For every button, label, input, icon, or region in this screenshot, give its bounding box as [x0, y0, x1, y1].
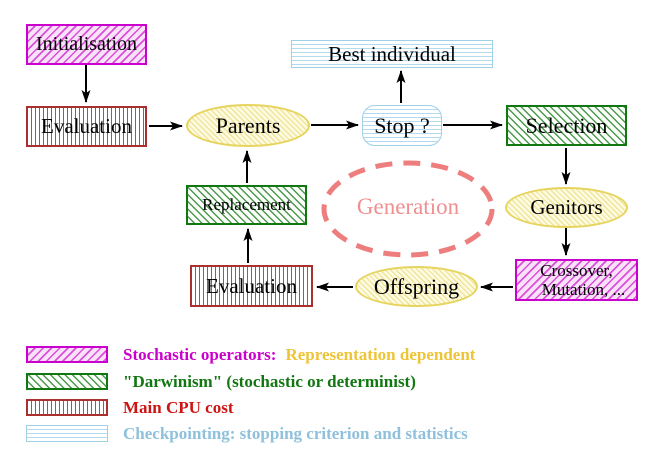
- node-offspring-label: Offspring: [373, 273, 460, 299]
- legend-swatch-checkpointing: [26, 424, 108, 442]
- node-evaluation-top: Evaluation: [26, 106, 147, 147]
- legend-swatch-darwinism: [26, 372, 108, 390]
- legend-label-darwinism: "Darwinism" (stochastic or determinist): [123, 371, 416, 391]
- node-initialisation-label: Initialisation: [35, 33, 138, 55]
- legend-label-stochastic-operators: Stochastic operators:: [123, 344, 277, 364]
- node-selection-label: Selection: [525, 112, 608, 138]
- node-crossover-line1: Crossover,: [540, 260, 613, 280]
- legend-row-stochastic-operators: Stochastic operators: Representation dep…: [26, 344, 475, 364]
- node-best-individual-label: Best individual: [328, 41, 456, 66]
- node-best-individual: Best individual: [291, 40, 493, 68]
- legend-swatch-main-cpu-cost: [26, 398, 108, 416]
- node-offspring: Offspring: [355, 266, 478, 307]
- node-evaluation-top-label: Evaluation: [41, 114, 132, 139]
- node-replacement: Replacement: [186, 185, 307, 225]
- legend-swatch-stochastic-operators: [26, 345, 108, 363]
- node-crossover-line2: Mutation, ...: [541, 280, 626, 299]
- node-selection: Selection: [506, 105, 627, 146]
- legend-label-representation-dependent: Representation dependent: [285, 344, 476, 364]
- node-replacement-label: Replacement: [202, 195, 291, 215]
- legend-row-checkpointing: Checkpointing: stopping criterion and st…: [26, 423, 468, 443]
- legend-row-darwinism: "Darwinism" (stochastic or determinist): [26, 371, 416, 391]
- node-crossover-mutation: Crossover, Mutation, ...: [515, 259, 638, 301]
- node-parents-label: Parents: [215, 112, 281, 138]
- node-stop: Stop ?: [362, 105, 442, 146]
- legend-label-checkpointing: Checkpointing: stopping criterion and st…: [123, 423, 468, 443]
- node-evaluation-bottom: Evaluation: [190, 265, 313, 307]
- node-parents: Parents: [186, 104, 310, 147]
- node-stop-label: Stop ?: [374, 112, 430, 138]
- node-initialisation: Initialisation: [26, 24, 147, 65]
- legend-label-main-cpu-cost: Main CPU cost: [123, 397, 234, 417]
- node-genitors-label: Genitors: [530, 195, 603, 220]
- legend-row-main-cpu-cost: Main CPU cost: [26, 397, 233, 417]
- node-evaluation-bottom-label: Evaluation: [206, 273, 297, 298]
- node-genitors: Genitors: [505, 187, 628, 228]
- generation-cycle-label: Generation: [356, 194, 460, 219]
